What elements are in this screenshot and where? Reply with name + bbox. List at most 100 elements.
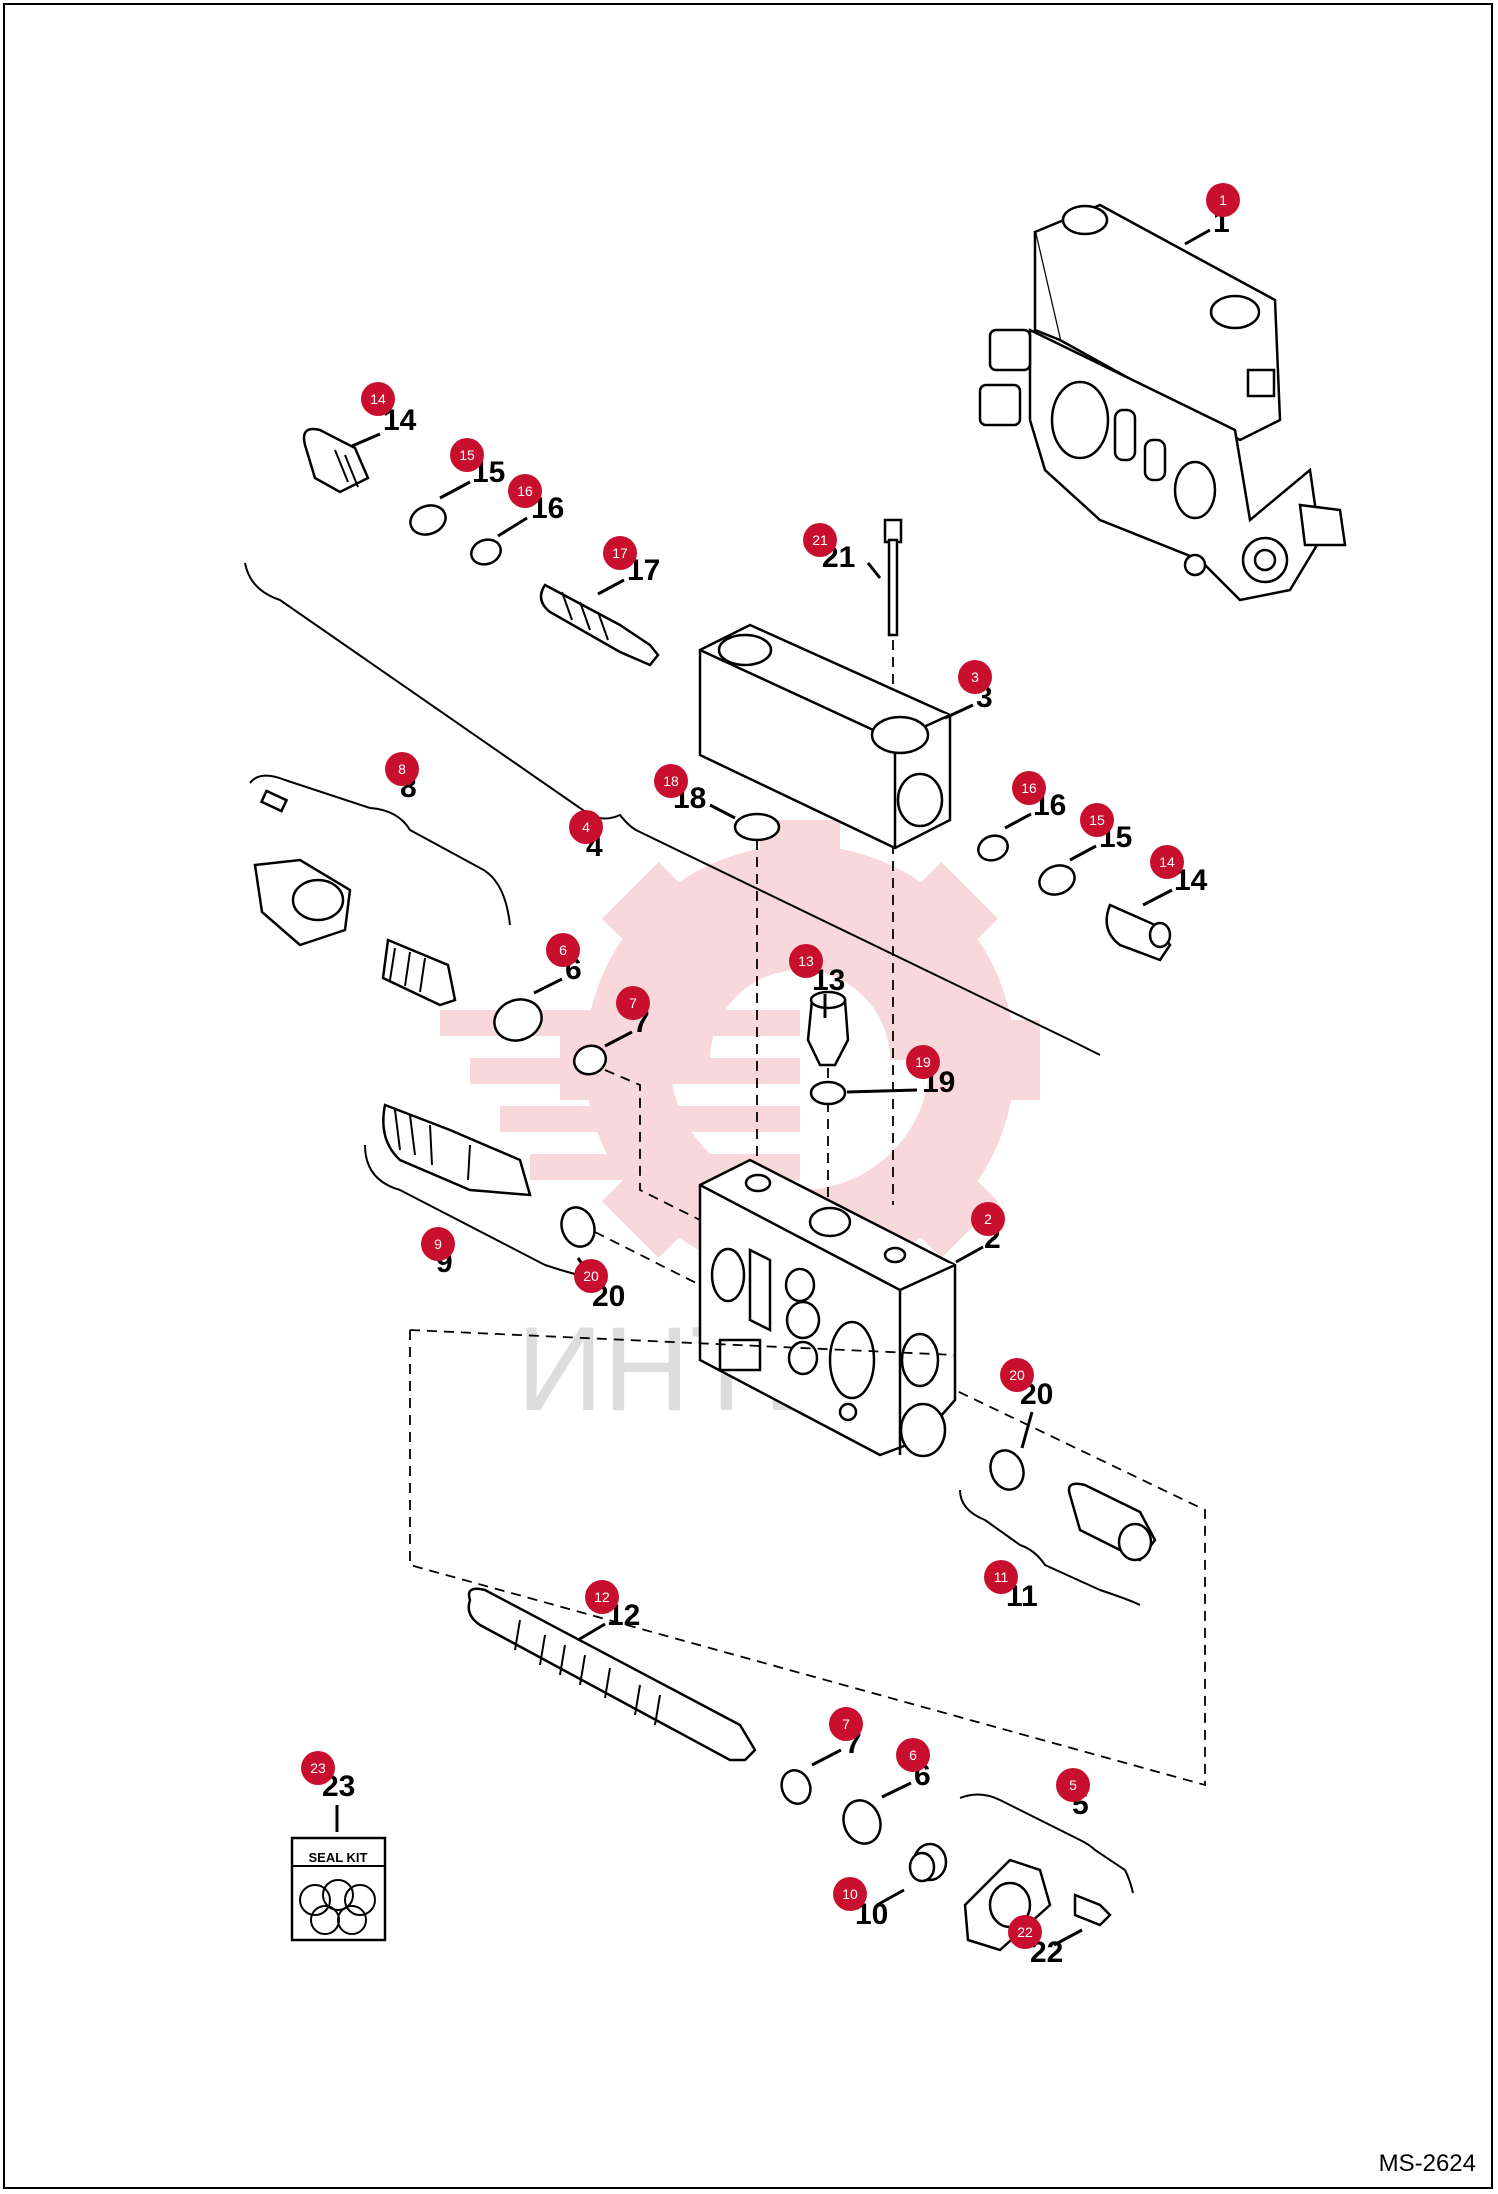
callout-bubble <box>546 933 580 967</box>
part-23-seal-kit: SEAL KIT <box>290 1836 387 1942</box>
callout-c2: 22 <box>955 1202 1005 1264</box>
seal-kit-label: SEAL KIT <box>309 1850 368 1865</box>
callout-bubble <box>1008 1915 1042 1949</box>
part-18-oring <box>733 812 781 842</box>
brace-group-4 <box>244 562 1101 1056</box>
leader-line <box>439 480 471 500</box>
callout-bubble <box>906 1045 940 1079</box>
callout-bubble-number: 4 <box>582 819 590 835</box>
callout-c6b: 66 <box>881 1738 931 1799</box>
part-13-plug <box>806 990 850 1067</box>
callout-c7a: 77 <box>604 986 650 1048</box>
part-6-washer-lower <box>842 1799 882 1845</box>
callout-bubble-number: 20 <box>583 1268 599 1284</box>
callout-bubble-number: 8 <box>398 761 406 777</box>
callout-bubble <box>1000 1358 1034 1392</box>
callout-c8: 88 <box>385 752 419 804</box>
part-10-bushing <box>908 1842 948 1883</box>
callout-bubble-number: 5 <box>1069 1777 1077 1793</box>
callout-c1: 11 <box>1184 183 1240 246</box>
drawing-code: MS-2624 <box>1378 2150 1476 2177</box>
callout-bubble <box>1012 771 1046 805</box>
callout-bubble-number: 11 <box>994 1569 1009 1585</box>
part-16-oring-right <box>977 834 1009 862</box>
leader-line <box>497 516 528 538</box>
callout-bubble <box>1150 845 1184 879</box>
dash-20-left <box>594 1231 701 1286</box>
callout-bubble <box>1080 803 1114 837</box>
callout-bubble-number: 6 <box>909 1747 917 1763</box>
callout-bubble <box>1056 1768 1090 1802</box>
part-14-plug-left <box>302 427 370 494</box>
leader-line <box>955 1245 984 1264</box>
leader-line <box>709 803 736 820</box>
watermark-logo <box>440 820 1040 1300</box>
part-3-end-cover <box>698 623 952 850</box>
leader-line <box>1004 812 1032 830</box>
drawing-frame <box>3 3 1493 2189</box>
callout-bubble-number: 19 <box>915 1054 931 1070</box>
part-20-oring-right <box>989 1449 1025 1491</box>
callout-bubble <box>301 1751 335 1785</box>
callout-bubble-number: 9 <box>434 1236 442 1252</box>
dash-box-lower <box>409 1329 1206 1787</box>
callout-bubble <box>508 474 542 508</box>
callout-c7b: 77 <box>811 1707 863 1767</box>
part-8-spring-spool <box>381 938 457 1007</box>
leader-line <box>1020 1411 1034 1449</box>
part-20-oring-left <box>560 1206 596 1248</box>
leader-line <box>597 578 625 596</box>
part-8-cover <box>253 789 352 947</box>
part-11-plug <box>1067 1482 1157 1562</box>
callout-bubble-number: 20 <box>1009 1367 1025 1383</box>
leader-line <box>866 562 882 579</box>
leader-line <box>604 1030 633 1048</box>
callout-bubble <box>1206 183 1240 217</box>
callout-bubble-number: 10 <box>842 1886 858 1902</box>
leader-line <box>1069 844 1097 862</box>
part-2-valve-section <box>698 1158 957 1458</box>
callout-bubble <box>971 1202 1005 1236</box>
part-12-main-spool <box>467 1587 757 1762</box>
callout-bubble-number: 16 <box>517 483 533 499</box>
part-1-valve-assembly <box>978 203 1347 602</box>
callout-bubble <box>833 1877 867 1911</box>
part-7-oring-upper <box>572 1044 608 1076</box>
callout-bubble <box>803 523 837 557</box>
part-22-bolt <box>1073 1893 1112 1927</box>
callout-c6a: 66 <box>533 933 582 995</box>
callout-bubble-number: 21 <box>812 532 828 548</box>
callout-bubble-number: 15 <box>459 447 475 463</box>
part-15-oring-right <box>1038 864 1076 896</box>
leader-line <box>533 977 563 995</box>
callout-bubble <box>585 1580 619 1614</box>
callout-bubble <box>421 1227 455 1261</box>
callout-bubble <box>789 944 823 978</box>
part-9-relief-valve <box>382 1103 532 1197</box>
callout-bubble <box>569 810 603 844</box>
dash-7-to-block <box>604 1069 721 1231</box>
part-17-spool <box>539 583 660 667</box>
callout-bubble-number: 1 <box>1219 192 1227 208</box>
leader-line <box>846 1088 918 1094</box>
callout-bubble-number: 16 <box>1021 780 1037 796</box>
callout-bubble <box>385 752 419 786</box>
brace-group-5 <box>959 1793 1134 1894</box>
callout-bubble-number: 23 <box>310 1760 326 1776</box>
part-15-oring-left <box>409 504 447 536</box>
callout-bubble <box>958 660 992 694</box>
